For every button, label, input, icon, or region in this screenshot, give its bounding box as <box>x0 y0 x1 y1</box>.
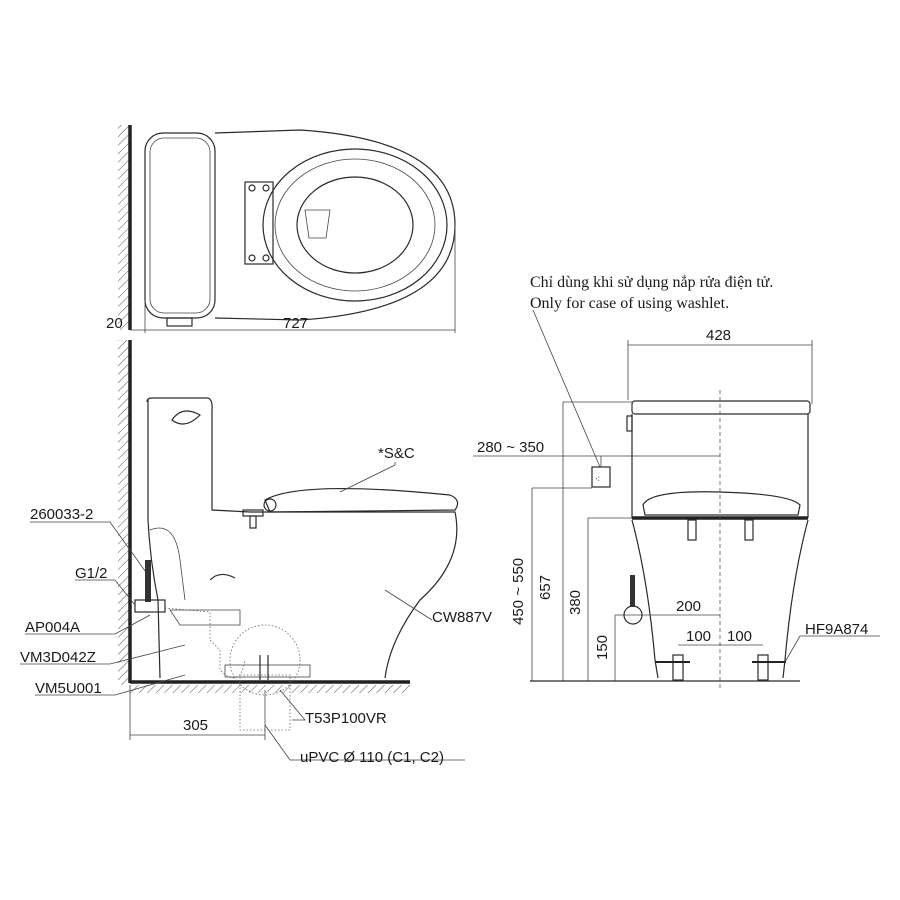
label-vm3: VM3D042Z <box>20 649 96 666</box>
stop-valve <box>134 599 166 613</box>
drain <box>304 209 331 239</box>
dim-height: 657 <box>537 575 554 600</box>
side-view: *S&C CW887V 260033-2 G1/2 AP004A VM3D042… <box>20 340 492 766</box>
hinge <box>244 181 274 265</box>
dim-width: 428 <box>706 327 731 344</box>
top-view: 20 727 <box>106 125 456 333</box>
label-valve: AP004A <box>25 619 80 636</box>
hose <box>145 560 151 602</box>
label-pipe: uPVC Ø 110 (C1, C2) <box>300 749 444 766</box>
seat-lid-front <box>642 491 801 516</box>
toilet-body <box>146 397 458 679</box>
label-model: CW887V <box>432 609 492 626</box>
label-flange: T53P100VR <box>305 710 387 727</box>
label-bolt-part: HF9A874 <box>805 621 868 638</box>
seat-outline <box>262 148 448 302</box>
dim-wall-gap: 20 <box>106 315 123 332</box>
label-thread: G1/2 <box>75 565 108 582</box>
label-seat: *S&C <box>378 445 415 462</box>
note-english: Only for case of using washlet. <box>530 295 729 312</box>
note-vietnamese: Chỉ dùng khi sử dụng nắp rửa điện tử. <box>530 274 773 291</box>
power-outlet-icon: ⁖ <box>595 474 600 484</box>
label-vm5: VM5U001 <box>35 680 102 697</box>
bowl-front <box>631 519 809 679</box>
dim-seat-height: 380 <box>567 590 584 615</box>
dim-supply-height: 150 <box>594 635 611 660</box>
tank-lid <box>631 400 811 415</box>
seat-lid <box>264 487 459 513</box>
front-view: Chỉ dùng khi sử dụng nắp rửa điện tử. On… <box>473 274 880 690</box>
dim-bolt-left: 100 <box>686 628 711 645</box>
bowl-outline <box>214 129 456 321</box>
flush-button <box>171 410 201 425</box>
dim-bolt-right: 100 <box>727 628 752 645</box>
wall-hatch <box>118 125 130 330</box>
dim-supply-offset: 200 <box>676 598 701 615</box>
dim-outlet-height: 450 ~ 550 <box>510 558 527 625</box>
dim-length: 727 <box>283 315 308 332</box>
dim-rough-in: 305 <box>183 717 208 734</box>
dim-outlet-offset: 280 ~ 350 <box>477 439 544 456</box>
label-hose: 260033-2 <box>30 506 93 523</box>
tank-top <box>144 132 216 319</box>
